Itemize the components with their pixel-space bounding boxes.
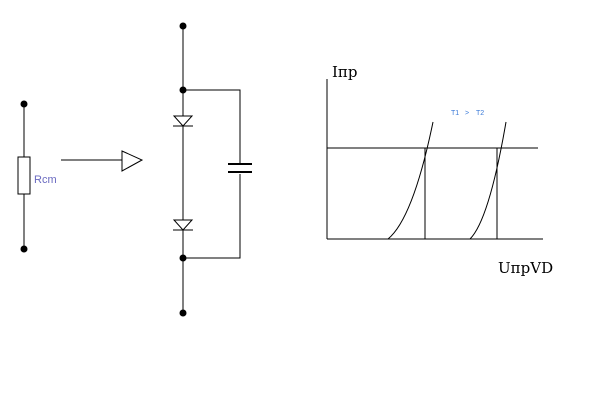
capacitor-gap (232, 164, 248, 174)
y-axis-label: Iпр (332, 63, 358, 81)
curve-t1 (387, 121, 434, 240)
resistor-label: Rcm (34, 174, 57, 186)
circuit-node-lower (179, 254, 187, 262)
x-axis-label: UпрVD (498, 259, 553, 277)
diode-upper (172, 115, 194, 127)
temperature-condition-t2: T2 (476, 110, 484, 117)
resistor-terminal-bottom (20, 245, 28, 253)
temperature-condition-operator: > (465, 110, 469, 117)
equivalence-arrow (61, 150, 144, 172)
arrow-head (121, 150, 144, 172)
temperature-condition-t1: T1 (451, 110, 459, 117)
iv-characteristic-plot (326, 79, 543, 240)
resistor-body (17, 156, 31, 195)
capacitor-branch-wire (183, 89, 241, 259)
resistor-terminal-top (20, 100, 28, 108)
circuit-node-upper (179, 86, 187, 94)
circuit-terminal-top (179, 22, 187, 30)
resistor-symbol (17, 100, 31, 253)
curve-t2 (469, 121, 507, 240)
circuit-terminal-bottom (179, 309, 187, 317)
capacitor (228, 163, 252, 174)
diode-lower (172, 219, 194, 231)
diode-capacitor-circuit (172, 22, 252, 317)
diode-lower-triangle (172, 219, 194, 231)
diode-upper-triangle (172, 115, 194, 127)
